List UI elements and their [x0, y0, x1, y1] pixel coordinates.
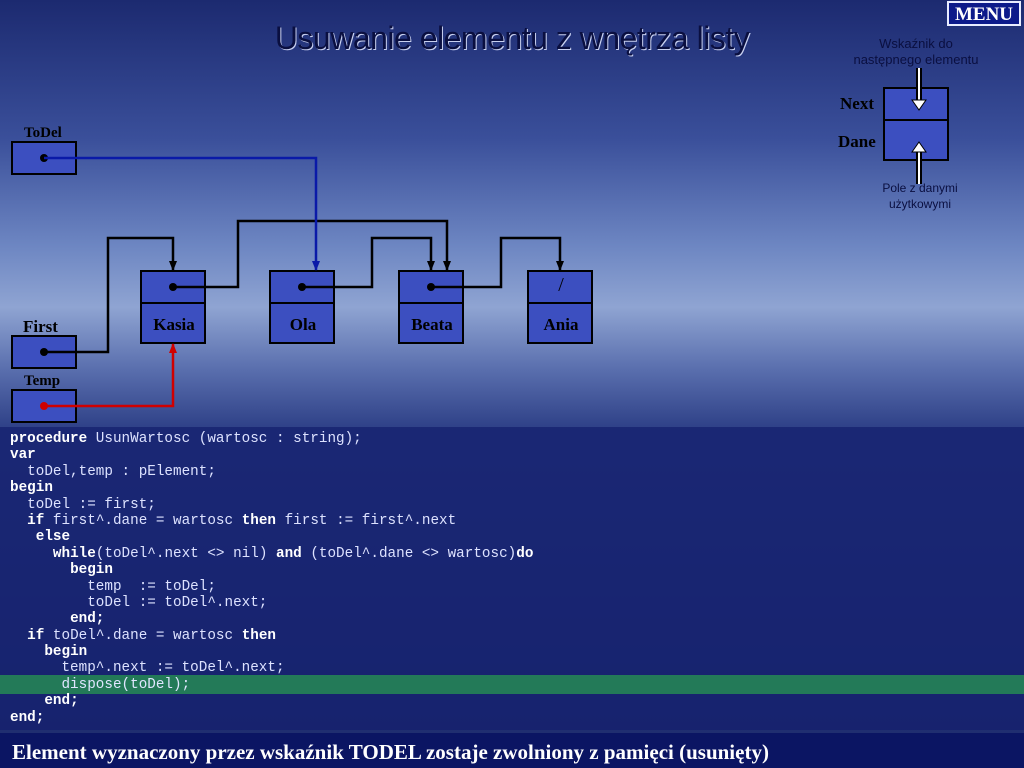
code-text: dispose(toDel);	[10, 676, 191, 693]
list-node-ola	[269, 270, 335, 344]
legend-next-label: Next	[840, 94, 874, 113]
code-keyword: while	[52, 545, 96, 562]
code-keyword: procedure	[10, 431, 88, 447]
code-keyword: then	[241, 627, 277, 644]
node-data-kasia: Kasia	[153, 315, 195, 334]
first-label: First	[23, 317, 58, 336]
code-line: toDel := toDel^.next;	[10, 595, 1024, 611]
todel-label: ToDel	[24, 125, 62, 141]
code-line: begin	[10, 644, 1024, 660]
code-keyword: else	[35, 529, 71, 546]
arrow-first-to-kasia	[44, 236, 177, 354]
node-data-ola: Ola	[289, 315, 317, 334]
code-keyword: end;	[70, 611, 105, 628]
legend-pointer-caption-line1: Wskaźnik do	[879, 36, 953, 51]
code-keyword: do	[516, 545, 534, 562]
code-text	[10, 529, 36, 545]
code-line: end;	[10, 710, 1024, 726]
code-text: first^.dane = wartosc	[44, 512, 242, 529]
code-text	[10, 546, 53, 562]
legend-data-label: Dane	[838, 132, 876, 151]
code-keyword: end;	[44, 693, 79, 710]
arrow-kasia-to-beata	[173, 219, 451, 289]
legend-node	[883, 68, 949, 184]
code-line: while(toDel^.next <> nil) and (toDel^.da…	[10, 546, 1024, 562]
code-line: if first^.dane = wartosc then first := f…	[10, 513, 1024, 529]
code-text: first := first^.next	[276, 512, 457, 529]
linked-list-diagram	[11, 68, 949, 423]
temp-label: Temp	[24, 373, 61, 389]
code-line: begin	[10, 562, 1024, 578]
code-text: toDel := first;	[10, 496, 156, 513]
code-keyword: begin	[44, 644, 88, 661]
code-keyword: end;	[10, 709, 45, 726]
list-node-ania	[527, 270, 593, 344]
code-text: (toDel^.dane <> wartosc)	[301, 545, 517, 562]
legend-data-caption-line1: Pole z danymi	[882, 181, 958, 195]
code-line: procedure UsunWartosc (wartosc : string)…	[10, 431, 1024, 447]
code-text: toDel,temp : pElement;	[10, 463, 216, 480]
code-line: toDel := first;	[10, 497, 1024, 513]
code-keyword: begin	[10, 480, 53, 497]
code-line: end;	[10, 611, 1024, 627]
code-line: toDel,temp : pElement;	[10, 464, 1024, 480]
list-node-kasia	[140, 270, 206, 344]
arrow-ola-to-beata	[302, 236, 435, 289]
arrow-temp-to-kasia	[44, 343, 177, 408]
code-line: else	[10, 529, 1024, 545]
code-line: dispose(toDel);	[10, 677, 1024, 693]
list-node-beata	[398, 270, 464, 344]
code-line: temp := toDel;	[10, 579, 1024, 595]
node-data-beata: Beata	[411, 315, 453, 334]
code-text: toDel := toDel^.next;	[10, 594, 268, 611]
code-text	[10, 513, 27, 529]
slide-title: Usuwanie elementu z wnętrza listy	[0, 20, 1024, 57]
code-line: temp^.next := toDel^.next;	[10, 660, 1024, 676]
legend-data-caption: Pole z danymi użytkowymi	[840, 180, 1000, 212]
footer-caption: Element wyznaczony przez wskaźnik TODEL …	[12, 740, 769, 764]
code-listing-container: procedure UsunWartosc (wartosc : string)…	[0, 427, 1024, 730]
code-keyword: begin	[70, 562, 113, 579]
code-text	[10, 562, 70, 578]
code-text	[10, 628, 27, 644]
code-keyword: if	[27, 627, 45, 644]
code-text: UsunWartosc (wartosc : string);	[87, 431, 362, 447]
code-keyword: if	[27, 512, 45, 529]
code-text: (toDel^.next <> nil)	[95, 545, 276, 562]
highlighted-code-line	[0, 675, 1024, 694]
code-keyword: then	[241, 512, 277, 529]
footer-bar	[0, 733, 1024, 768]
legend-data-caption-line2: użytkowymi	[888, 197, 951, 211]
menu-button[interactable]: MENU	[947, 1, 1021, 26]
code-line: var	[10, 447, 1024, 463]
arrow-beata-to-ania	[431, 236, 564, 289]
slide-title-text: Usuwanie elementu z wnętrza listy	[274, 20, 750, 56]
code-listing: procedure UsunWartosc (wartosc : string)…	[0, 427, 1024, 726]
code-text: temp^.next := toDel^.next;	[10, 660, 285, 677]
node-data-ania: Ania	[543, 315, 579, 334]
code-keyword: and	[275, 545, 302, 562]
legend-pointer-caption-line2: następnego elementu	[853, 52, 979, 67]
node-nil-marker: /	[558, 274, 564, 296]
code-line: if toDel^.dane = wartosc then	[10, 628, 1024, 644]
legend-pointer-caption: Wskaźnik do następnego elementu	[836, 36, 996, 68]
arrow-todel-to-ola	[44, 156, 320, 271]
code-line: end;	[10, 693, 1024, 709]
code-text	[10, 611, 70, 627]
code-text	[10, 644, 44, 660]
code-line: begin	[10, 480, 1024, 496]
code-text	[10, 693, 44, 709]
code-text: temp := toDel;	[10, 578, 216, 595]
code-keyword: var	[10, 447, 36, 464]
code-text: toDel^.dane = wartosc	[44, 627, 242, 644]
